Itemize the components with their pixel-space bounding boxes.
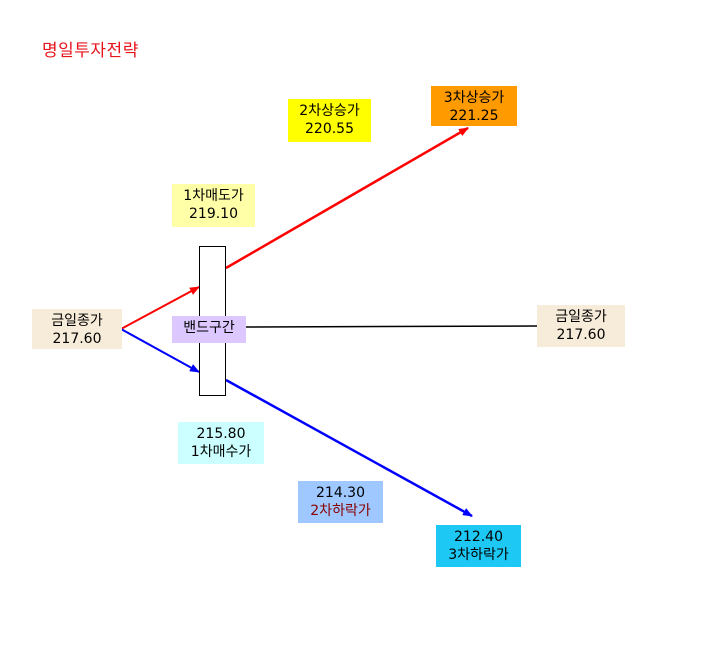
page-title: 명일투자전략 [42, 41, 139, 61]
buy-1-box: 215.80 1차매수가 [178, 422, 264, 464]
up-arrow-line-1 [120, 286, 200, 330]
rise-3-label: 3차상승가 [443, 90, 505, 106]
rise-2-value: 220.55 [305, 121, 354, 137]
neutral-line [245, 325, 538, 328]
close-price-left-box: 금일종가 217.60 [32, 309, 122, 349]
up-arrow-line-2 [225, 126, 469, 270]
down-arrow-line-1 [120, 328, 200, 373]
close-price-right-value: 217.60 [556, 327, 606, 343]
sell-1-value: 219.10 [189, 206, 238, 222]
fall-2-value: 214.30 [316, 485, 365, 501]
buy-1-label: 1차매수가 [190, 444, 252, 460]
fall-3-box: 212.40 3차하락가 [436, 525, 521, 567]
sell-1-box: 1차매도가 219.10 [172, 184, 255, 227]
rise-3-value: 221.25 [449, 108, 499, 124]
rise-2-box: 2차상승가 220.55 [288, 99, 371, 142]
sell-1-label: 1차매도가 [183, 188, 244, 204]
rise-3-box: 3차상승가 221.25 [431, 86, 517, 126]
band-zone-label: 밴드구간 [183, 320, 235, 336]
close-price-left-value: 217.60 [52, 331, 102, 347]
close-price-right-box: 금일종가 217.60 [537, 305, 625, 347]
fall-3-label: 3차하락가 [448, 547, 509, 563]
fall-2-label: 2차하락가 [310, 503, 371, 519]
fall-2-box: 214.30 2차하락가 [298, 481, 383, 523]
rise-2-label: 2차상승가 [299, 103, 360, 119]
close-price-right-label: 금일종가 [555, 309, 607, 325]
fall-3-value: 212.40 [454, 529, 503, 545]
close-price-left-label: 금일종가 [51, 313, 103, 329]
down-arrow-line-2 [225, 378, 473, 518]
band-zone-label-box: 밴드구간 [172, 316, 246, 343]
buy-1-value: 215.80 [196, 426, 246, 442]
